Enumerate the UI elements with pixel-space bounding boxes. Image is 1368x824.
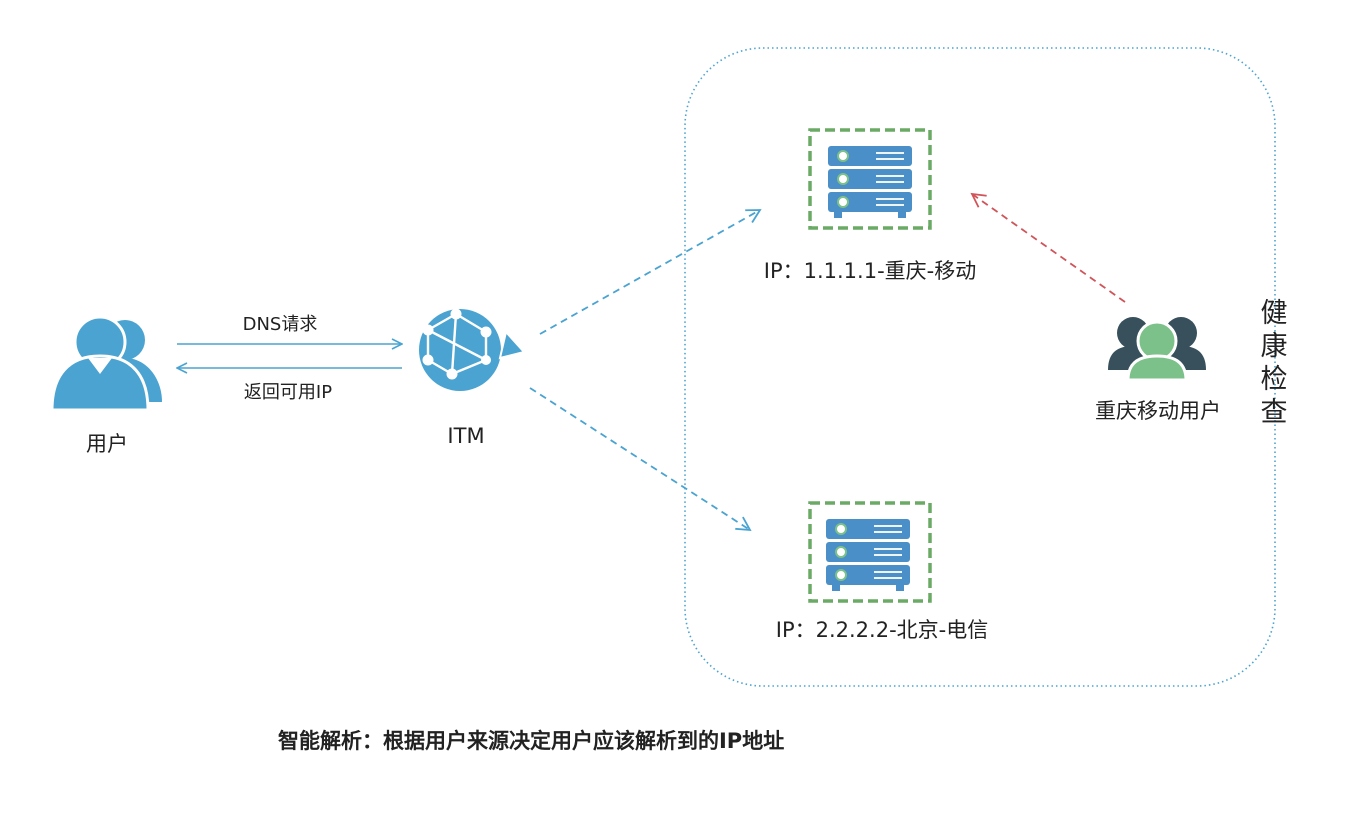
users-icon <box>50 315 162 412</box>
mobile-users-label: 重庆移动用户 <box>1095 399 1221 423</box>
server-rack-icon <box>808 501 932 603</box>
route-to-server-2 <box>529 387 752 532</box>
diagram-caption: 智能解析：根据用户来源决定用户应该解析到的IP地址 <box>278 729 784 753</box>
health-check-region <box>684 47 1276 687</box>
network-globe-icon <box>419 308 526 395</box>
user-group-icon <box>1108 317 1206 382</box>
server-1-label: IP：1.1.1.1-重庆-移动 <box>764 259 976 283</box>
dns-request-label: DNS请求 <box>243 314 318 335</box>
route-to-server-1 <box>539 209 762 335</box>
server-rack-icon <box>808 128 932 230</box>
mobile-user-route-arrow <box>970 192 1126 303</box>
health-check-label: 健康检查 <box>1256 298 1288 430</box>
itm-label: ITM <box>447 424 484 448</box>
server-2-label: IP：2.2.2.2-北京-电信 <box>776 618 988 642</box>
user-label: 用户 <box>86 432 128 456</box>
return-ip-label: 返回可用IP <box>244 382 332 403</box>
